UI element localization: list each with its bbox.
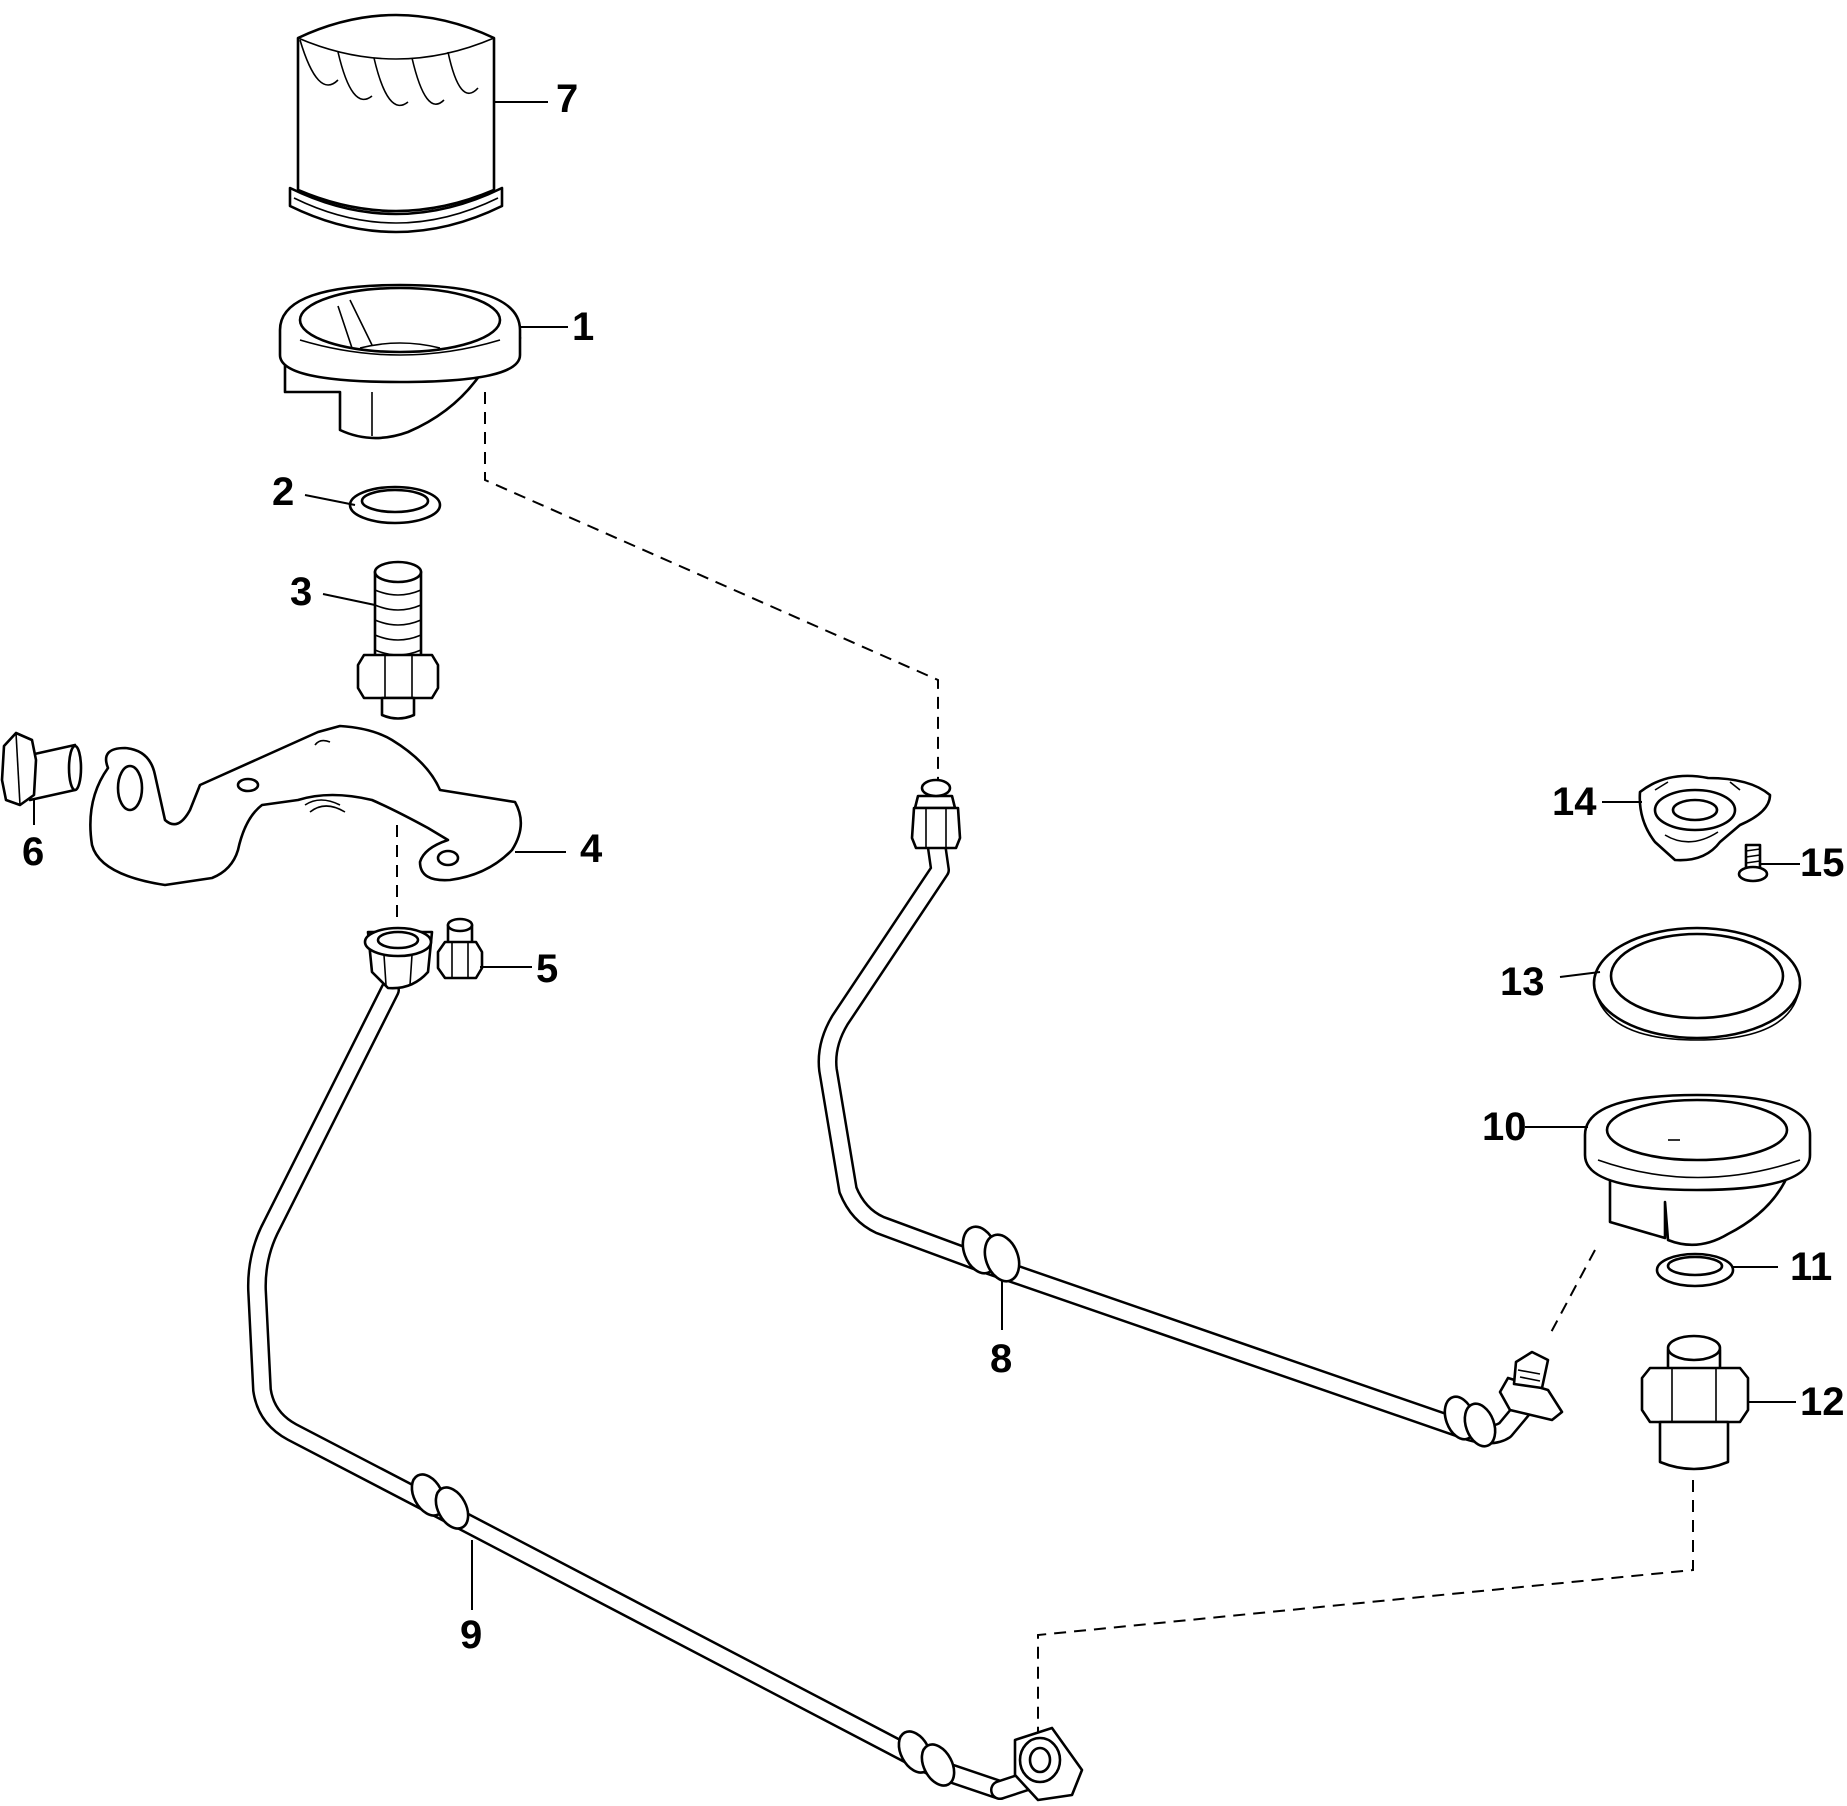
nipple-fitting-12: [1640, 1334, 1750, 1471]
callout-4: 4: [580, 827, 603, 871]
callout-11: 11: [1790, 1245, 1832, 1289]
cover-14: [1638, 774, 1772, 862]
oil-line-9: [246, 926, 1084, 1802]
callout-2: 2: [272, 470, 294, 514]
filter-adapter: [278, 283, 522, 440]
threaded-fitting: [356, 560, 440, 720]
callout-10: 10: [1482, 1105, 1527, 1149]
seal-ring-13: [1592, 926, 1802, 1041]
callout-5: 5: [536, 947, 558, 991]
callout-3: 3: [290, 570, 312, 614]
screw-15: [1737, 843, 1769, 883]
dashed-connector-lines: [396, 392, 1694, 1735]
oil-filter: [288, 13, 504, 234]
callout-9: 9: [460, 1613, 482, 1657]
callout-8: 8: [990, 1337, 1012, 1381]
callout-labels: 7 1 2 3 4 5 6 8 9 10 11 12 13 14 15: [22, 77, 1845, 1657]
callout-1: 1: [572, 305, 594, 349]
callout-14: 14: [1552, 780, 1597, 824]
leader-lines: [33, 101, 1800, 1610]
mounting-bracket: [89, 724, 523, 887]
oil-line-8: [817, 778, 1564, 1448]
adapter-housing-10: [1583, 1093, 1812, 1247]
bolt-5: [436, 917, 484, 980]
callout-7: 7: [556, 77, 578, 121]
bolt-6: [0, 731, 83, 807]
callout-15: 15: [1800, 841, 1845, 885]
callout-13: 13: [1500, 960, 1545, 1004]
callout-6: 6: [22, 830, 44, 874]
washer-2: [348, 485, 442, 525]
washer-11: [1655, 1252, 1735, 1288]
callout-12: 12: [1800, 1380, 1845, 1424]
